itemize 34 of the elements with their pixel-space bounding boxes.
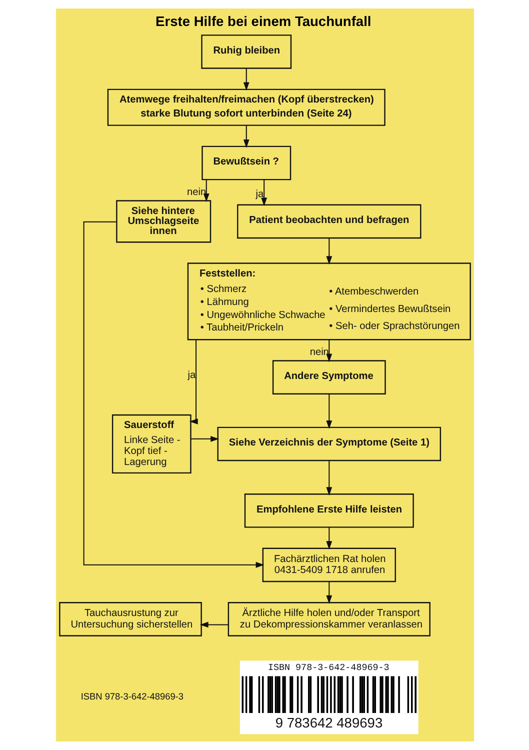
node-box: Sauerstoff Linke Seite - Kopf tief - Lagerung bbox=[111, 414, 191, 474]
arrow bbox=[326, 460, 332, 496]
node-box: Siehe hintere Umschlagseite innen bbox=[116, 200, 211, 243]
node-box: Patient beobachten und befragen bbox=[236, 204, 421, 239]
node-box: Ruhig bleiben bbox=[200, 34, 292, 69]
node-box: Fachärztlichen Rat holen 0431-5409 1718 anrufen bbox=[262, 548, 396, 582]
node-box: Ärztliche Hilfe holen und/oder Transport zu Dekompressionskammer veranlassen bbox=[227, 602, 430, 636]
arrow bbox=[242, 126, 249, 148]
label: 9 783642 489693 bbox=[274, 716, 382, 731]
arrow bbox=[326, 238, 332, 265]
arrow bbox=[188, 340, 198, 424]
arrow bbox=[326, 340, 332, 362]
edge-label: nein bbox=[186, 186, 206, 198]
node-box: Andere Symptome bbox=[272, 360, 386, 394]
arrow bbox=[202, 180, 209, 202]
node-box: Atemwege freihalten/freimachen (Kopf überstrecken) starke Blutung sofort unterbinden (Seite 24) bbox=[106, 88, 385, 126]
arrow bbox=[242, 68, 249, 91]
arrow bbox=[199, 622, 228, 628]
arrow bbox=[260, 180, 267, 206]
node-box: Tauchausrustung zur Untersuchung sicherstellen bbox=[58, 602, 202, 636]
node-box: Empfohlene Erste Hilfe leisten bbox=[244, 494, 414, 528]
node-box: Bewußtsein ? bbox=[201, 146, 291, 180]
arrow bbox=[190, 436, 219, 442]
label: ISBN 978-3-642-48969-3 bbox=[80, 692, 184, 702]
edge-label: ja bbox=[187, 370, 196, 381]
arrow bbox=[326, 394, 332, 429]
arrow bbox=[326, 527, 332, 550]
arrow bbox=[326, 582, 332, 604]
diagram-title: Erste Hilfe bei einem Tauchunfall bbox=[155, 14, 371, 29]
node-box: Siehe Verzeichnis der Symptome (Seite 1) bbox=[216, 426, 441, 462]
arrow bbox=[82, 221, 264, 568]
edge-label: ja bbox=[255, 188, 264, 200]
edge-label: nein bbox=[309, 347, 328, 358]
label: ISBN 978-3-642-48969-3 bbox=[267, 662, 389, 673]
